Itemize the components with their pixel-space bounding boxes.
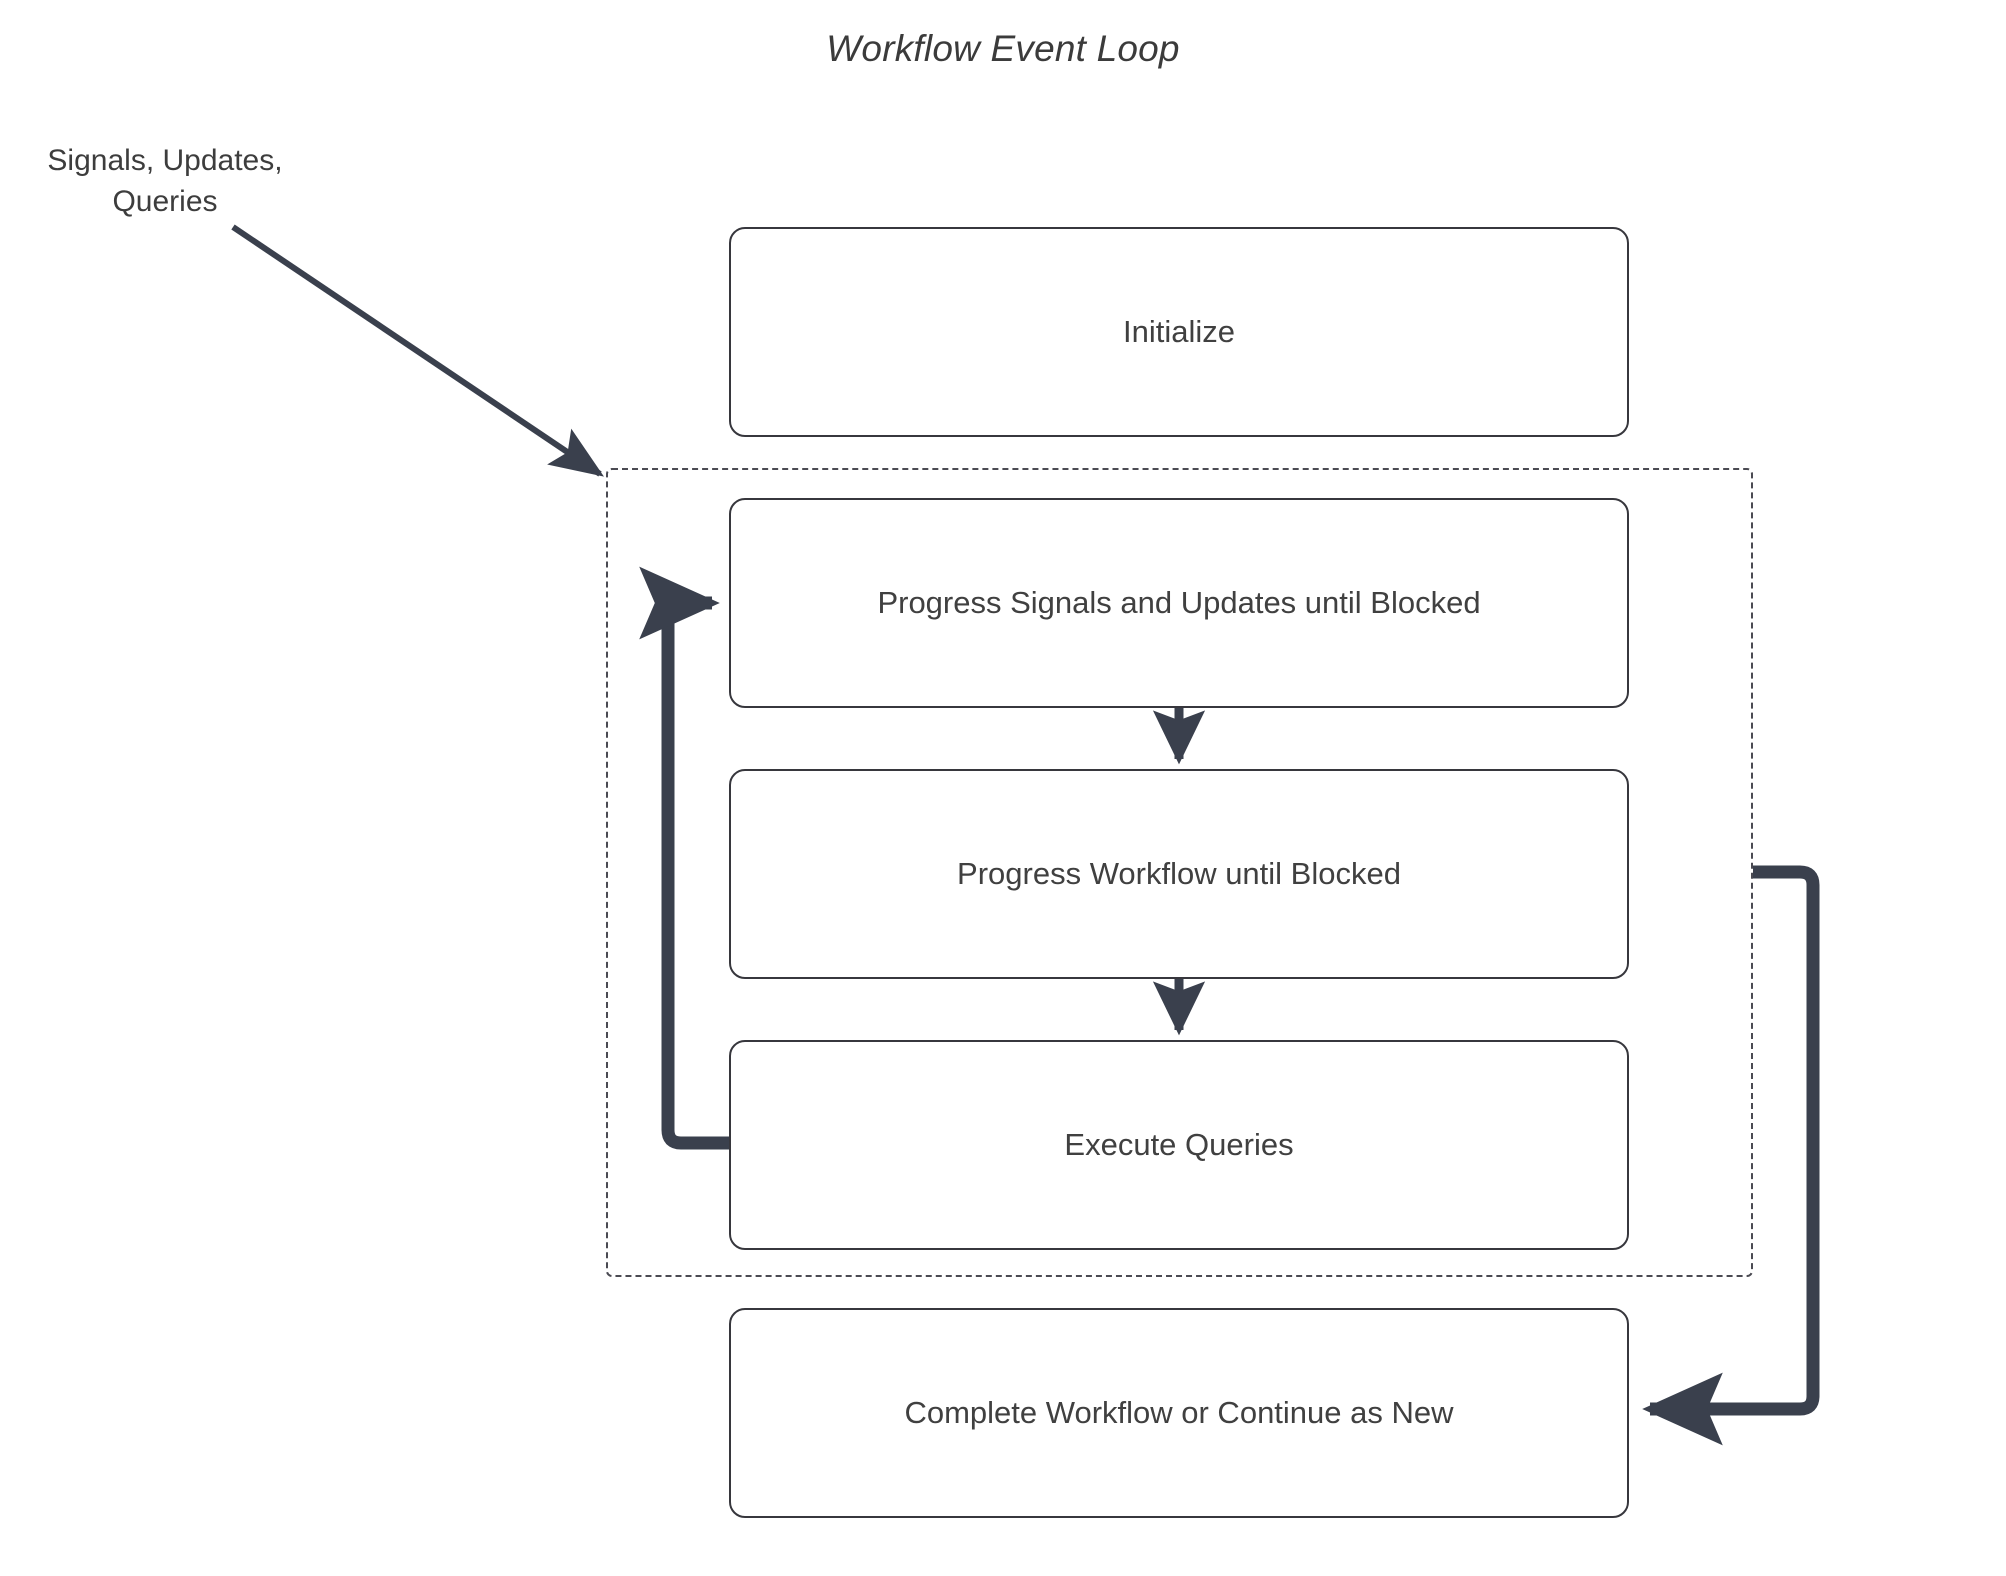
inbound-edge [231, 224, 604, 477]
diagram-title: Workflow Event Loop [826, 28, 1180, 69]
inbound-signals-label: Signals, Updates, Queries [47, 144, 283, 218]
node-progress-signals[interactable]: Progress Signals and Updates until Block… [729, 498, 1629, 708]
node-progress-workflow[interactable]: Progress Workflow until Blocked [729, 769, 1629, 979]
node-execute-queries[interactable]: Execute Queries [729, 1040, 1629, 1250]
node-initialize[interactable]: Initialize [729, 227, 1629, 437]
node-progress-signals-label: Progress Signals and Updates until Block… [877, 585, 1481, 620]
node-progress-workflow-label: Progress Workflow until Blocked [957, 856, 1401, 891]
node-complete-label: Complete Workflow or Continue as New [904, 1395, 1454, 1430]
node-initialize-label: Initialize [1123, 314, 1235, 349]
node-execute-queries-label: Execute Queries [1064, 1127, 1294, 1162]
node-complete[interactable]: Complete Workflow or Continue as New [729, 1308, 1629, 1518]
